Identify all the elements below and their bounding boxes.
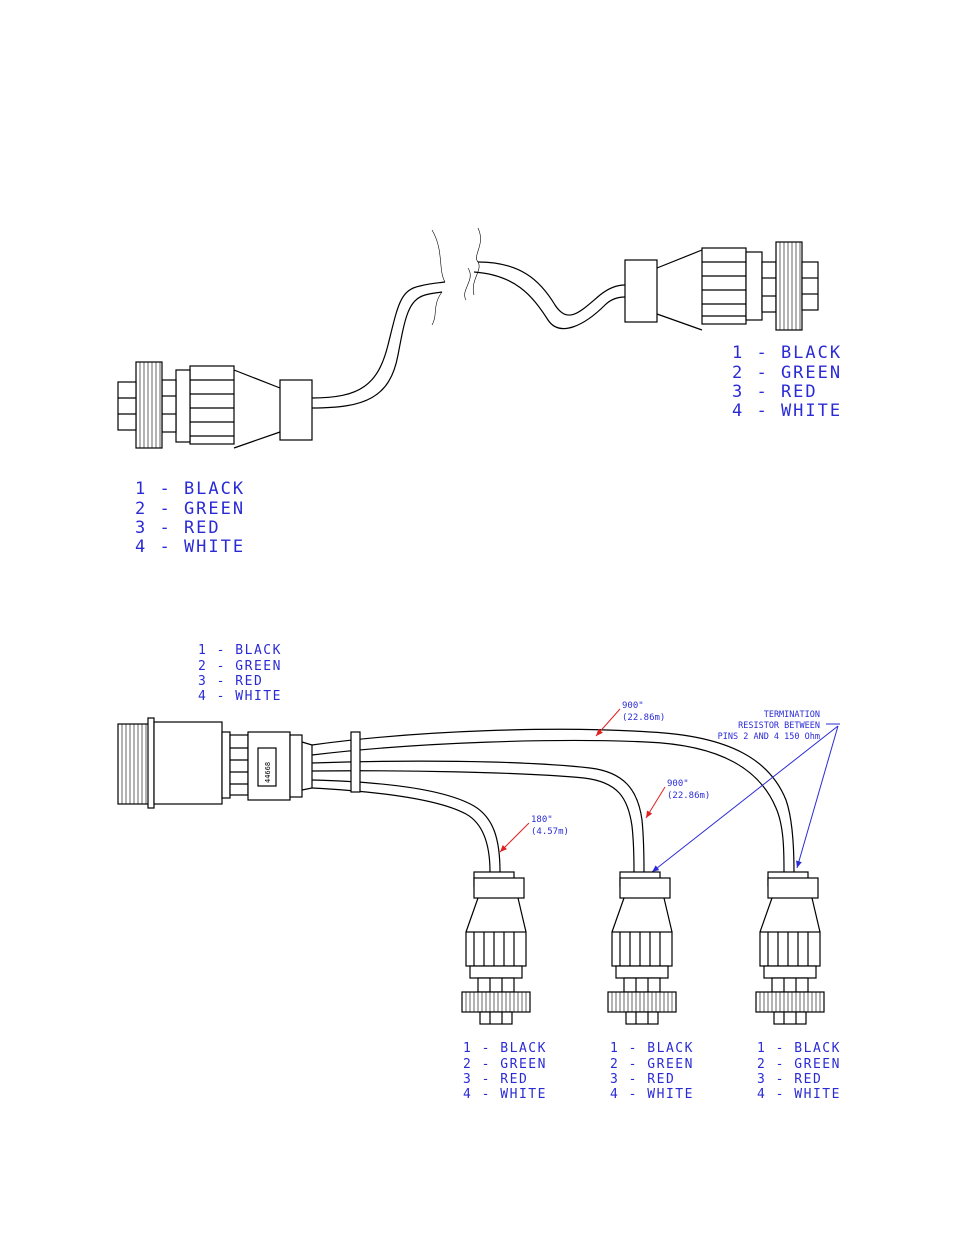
branch-connector-2 xyxy=(607,871,677,1025)
pin-label: 3 - RED xyxy=(135,518,221,538)
trunk-pin-list: 1 - BLACK 2 - GREEN 3 - RED 4 - WHITE xyxy=(198,643,282,704)
bottom-harness: 1 - BLACK 2 - GREEN 3 - RED 4 - WHITE xyxy=(117,643,841,1102)
pin-label: 2 - GREEN xyxy=(610,1057,694,1072)
pin-label: 1 - BLACK xyxy=(198,643,282,658)
pin-label: 4 - WHITE xyxy=(135,537,245,557)
pin-label: 4 - WHITE xyxy=(732,401,842,421)
pin-label: 3 - RED xyxy=(610,1072,675,1087)
branch-2-pin-list: 1 - BLACK 2 - GREEN 3 - RED 4 - WHITE xyxy=(610,1041,694,1102)
dim-long-mid: 900" (22.86m) xyxy=(645,779,710,819)
pin-label: 1 - BLACK xyxy=(610,1041,694,1056)
pin-label: 1 - BLACK xyxy=(463,1041,547,1056)
branch-connector-1 xyxy=(461,871,531,1025)
pin-label: 2 - GREEN xyxy=(463,1057,547,1072)
svg-text:180": 180" xyxy=(531,815,553,825)
top-left-pin-list: 1 - BLACK 2 - GREEN 3 - RED 4 - WHITE xyxy=(135,479,245,557)
pin-label: 2 - GREEN xyxy=(757,1057,841,1072)
cable-branch-1 xyxy=(311,779,501,873)
svg-text:(4.57m): (4.57m) xyxy=(531,827,569,837)
pin-label: 1 - BLACK xyxy=(135,479,245,499)
part-number: 44668 xyxy=(264,762,272,783)
pin-label: 4 - WHITE xyxy=(463,1087,547,1102)
svg-text:(22.86m): (22.86m) xyxy=(622,713,665,723)
pin-label: 3 - RED xyxy=(198,674,263,689)
svg-text:RESISTOR BETWEEN: RESISTOR BETWEEN xyxy=(738,721,820,731)
cable-branch-3 xyxy=(311,728,795,873)
top-cable: 1 - BLACK 2 - GREEN 3 - RED 4 - WHITE 1 … xyxy=(117,227,842,557)
pin-label: 4 - WHITE xyxy=(757,1087,841,1102)
cable-band xyxy=(350,731,361,793)
pin-label: 4 - WHITE xyxy=(198,689,282,704)
termination-note: TERMINATION RESISTOR BETWEEN PINS 2 AND … xyxy=(651,710,840,873)
pin-label: 2 - GREEN xyxy=(198,659,282,674)
pin-label: 1 - BLACK xyxy=(757,1041,841,1056)
top-right-pin-list: 1 - BLACK 2 - GREEN 3 - RED 4 - WHITE xyxy=(732,343,842,421)
pin-label: 3 - RED xyxy=(757,1072,822,1087)
svg-text:TERMINATION: TERMINATION xyxy=(764,710,820,720)
svg-text:(22.86m): (22.86m) xyxy=(667,791,710,801)
pin-label: 2 - GREEN xyxy=(732,363,842,383)
trunk-connector: 44668 xyxy=(117,717,313,809)
pin-label: 1 - BLACK xyxy=(732,343,842,363)
pin-label: 3 - RED xyxy=(463,1072,528,1087)
top-left-connector xyxy=(117,361,313,449)
svg-text:PINS 2 AND 4 150 Ohm: PINS 2 AND 4 150 Ohm xyxy=(718,732,820,742)
dim-short: 180" (4.57m) xyxy=(499,815,569,853)
svg-text:900": 900" xyxy=(622,701,644,711)
pin-label: 3 - RED xyxy=(732,382,818,402)
branch-connector-3 xyxy=(755,871,825,1025)
branch-3-pin-list: 1 - BLACK 2 - GREEN 3 - RED 4 - WHITE xyxy=(757,1041,841,1102)
cable-branch-2 xyxy=(311,760,645,873)
dim-long-top: 900" (22.86m) xyxy=(595,701,665,737)
svg-text:900": 900" xyxy=(667,779,689,789)
top-right-connector xyxy=(624,241,819,331)
pin-label: 4 - WHITE xyxy=(610,1087,694,1102)
branch-1-pin-list: 1 - BLACK 2 - GREEN 3 - RED 4 - WHITE xyxy=(463,1041,547,1102)
pin-label: 2 - GREEN xyxy=(135,499,245,519)
